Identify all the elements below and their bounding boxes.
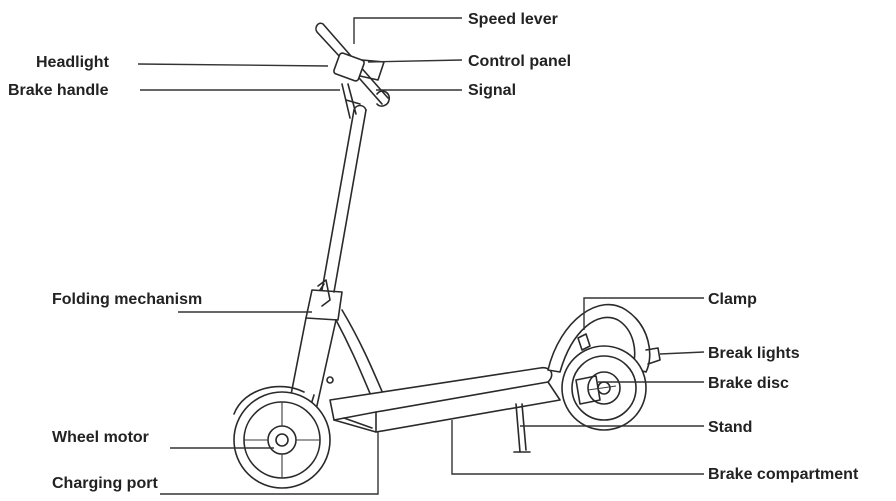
- label-stand: Stand: [708, 419, 752, 436]
- label-speed-lever: Speed lever: [468, 11, 558, 28]
- label-clamp: Clamp: [708, 291, 757, 308]
- label-brake-disc: Brake disc: [708, 375, 789, 392]
- steering-stem: [321, 104, 367, 293]
- kickstand: [513, 403, 531, 453]
- rear-assembly: [547, 303, 661, 431]
- front-wheel: [233, 385, 331, 489]
- label-brake-compartment: Brake compartment: [708, 466, 859, 483]
- leader-break-lights: [659, 351, 705, 355]
- label-control-panel: Control panel: [468, 53, 571, 70]
- deck: [329, 366, 561, 433]
- label-charging-port: Charging port: [52, 475, 158, 492]
- labels: Speed lever Headlight Control panel Brak…: [8, 11, 859, 492]
- scooter-illustration: [233, 22, 661, 489]
- handlebar: [315, 22, 391, 119]
- leader-brake-compartment: [451, 420, 704, 475]
- label-wheel-motor: Wheel motor: [52, 429, 149, 446]
- leader-headlight: [137, 63, 329, 67]
- label-break-lights: Break lights: [708, 345, 800, 362]
- label-headlight: Headlight: [36, 54, 110, 71]
- leader-control-panel: [367, 59, 463, 63]
- folding-mechanism-part: [305, 279, 343, 321]
- leader-speed-lever: [353, 17, 462, 44]
- label-signal: Signal: [468, 82, 516, 99]
- leader-clamp: [583, 297, 704, 330]
- leader-lines: [137, 17, 705, 495]
- leader-charging-port: [160, 432, 379, 495]
- label-brake-handle: Brake handle: [8, 82, 109, 99]
- label-folding-mechanism: Folding mechanism: [52, 291, 202, 308]
